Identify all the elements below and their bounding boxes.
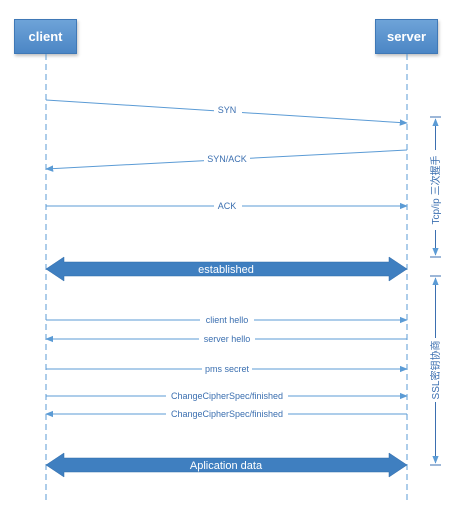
app-data-label: Aplication data	[190, 460, 263, 472]
client-hello-label: client hello	[206, 315, 249, 325]
syn-ack-label: SYN/ACK	[207, 154, 247, 164]
server-label: server	[386, 29, 427, 44]
ssl-phase-bracket	[427, 275, 444, 466]
client-lifeline-header: client	[14, 19, 77, 54]
server-hello-label: server hello	[204, 334, 251, 344]
app-data-bar	[45, 452, 408, 478]
established-bar	[45, 256, 408, 282]
server-lifeline-header: server	[375, 19, 438, 54]
client-label: client	[28, 29, 63, 44]
ccs-client-label: ChangeCipherSpec/finished	[171, 391, 283, 401]
pms-secret-label: pms secret	[205, 364, 250, 374]
tcp-phase-label: Tcp/ip 三次握手	[429, 156, 442, 225]
tcp-phase-bracket	[427, 116, 444, 258]
established-label: established	[198, 264, 254, 276]
ssl-phase-label: SSL密钥协商	[429, 341, 442, 400]
syn-label: SYN	[218, 105, 237, 115]
ccs-server-label: ChangeCipherSpec/finished	[171, 409, 283, 419]
ack-label: ACK	[218, 201, 237, 211]
